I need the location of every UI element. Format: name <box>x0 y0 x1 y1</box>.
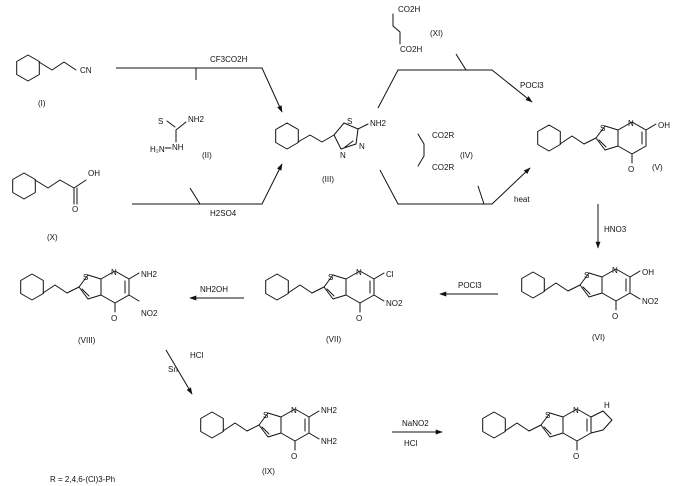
compound-VIII: S N NH2 NO2 O (VIII) <box>20 268 158 345</box>
thione-s: S <box>158 117 163 126</box>
v-oh: OH <box>658 121 670 130</box>
arrow-VI-to-VII: POCl3 <box>439 281 498 297</box>
compound-label-VI: (VI) <box>592 333 605 342</box>
vii-n: N <box>356 268 362 277</box>
final-n: N <box>573 406 579 415</box>
hydrazide-nh: NH <box>172 143 184 152</box>
compound-III: S NH2 N N (III) <box>275 117 387 184</box>
reagent-hno3: HNO3 <box>604 225 627 234</box>
arrows-III-to-V: POCl3 heat <box>377 53 544 205</box>
compound-label-I: (I) <box>38 99 46 108</box>
xi-co2h-bottom: CO2H <box>400 45 422 54</box>
amide-nh2: NH2 <box>188 115 205 124</box>
vi-o: O <box>612 312 618 321</box>
compound-VII: S N Cl NO2 O (VII) <box>265 268 403 344</box>
compound-VI: S N OH NO2 O (VI) <box>521 266 659 342</box>
arrow-IX-to-final: NaNO2 HCl <box>392 419 443 448</box>
viii-s: S <box>83 273 88 282</box>
arrow-VII-to-VIII: NH2OH <box>189 285 244 301</box>
xi-co2h-top: CO2H <box>398 5 420 14</box>
viii-o: O <box>111 314 117 323</box>
ix-nh2-bottom: NH2 <box>321 437 338 446</box>
vi-no2: NO2 <box>642 297 659 306</box>
vii-cl: Cl <box>386 270 394 279</box>
iv-co2r-bottom: CO2R <box>432 163 454 172</box>
reagent-pocl3-mid: POCl3 <box>458 281 482 290</box>
reagent-pocl3-top: POCl3 <box>520 81 544 90</box>
ix-n: N <box>291 406 297 415</box>
v-o: O <box>628 165 634 174</box>
ix-s: S <box>263 411 268 420</box>
carboxyl-o: O <box>72 205 78 214</box>
ix-nh2-top: NH2 <box>321 406 338 415</box>
vii-o: O <box>356 314 362 323</box>
compound-label-IX: (IX) <box>262 467 275 476</box>
v-s: S <box>600 124 605 133</box>
compound-label-X: (X) <box>47 233 58 242</box>
v-n: N <box>628 119 634 128</box>
arrow-V-to-VI: HNO3 <box>595 204 627 249</box>
compound-label-V: (V) <box>652 163 663 172</box>
compound-IV: CO2R CO2R (IV) <box>417 131 473 172</box>
compound-final: S N H O <box>482 401 613 461</box>
vi-s: S <box>584 271 589 280</box>
viii-no2: NO2 <box>141 309 158 318</box>
arrows-to-III: CF3CO2H H2SO4 <box>116 55 283 218</box>
compound-label-VIII: (VIII) <box>78 336 96 345</box>
compound-II: S NH2 NH H₂N (II) <box>150 115 212 160</box>
ring-n2: N <box>340 151 346 160</box>
reagent-nh2oh: NH2OH <box>200 285 228 294</box>
ring-n1: N <box>359 142 365 151</box>
ix-o: O <box>291 452 297 461</box>
reagent-heat: heat <box>514 195 530 204</box>
iv-co2r-top: CO2R <box>432 131 454 140</box>
amino-nh2-III: NH2 <box>370 119 387 128</box>
compound-X: OH O (X) <box>12 169 100 242</box>
nitrile-group: CN <box>80 66 92 75</box>
reagent-h2so4: H2SO4 <box>210 209 237 218</box>
compound-I: CN (I) <box>16 54 92 108</box>
final-s: S <box>545 411 550 420</box>
vi-oh: OH <box>642 268 654 277</box>
arrow-VIII-to-IX: HCl Sn <box>165 349 204 395</box>
carboxyl-oh: OH <box>88 169 100 178</box>
viii-n: N <box>111 268 117 277</box>
reagent-hcl-last: HCl <box>404 439 418 448</box>
vii-s: S <box>328 273 333 282</box>
final-nh: H <box>604 401 610 410</box>
reagent-tfa: CF3CO2H <box>210 55 248 64</box>
vii-no2: NO2 <box>386 299 403 308</box>
compound-label-III: (III) <box>322 175 334 184</box>
reagent-sn: Sn <box>168 365 178 374</box>
footnote-r-group: R = 2,4,6-(Cl)3-Ph <box>50 475 115 484</box>
final-o: O <box>573 452 579 461</box>
compound-XI: CO2H CO2H (XI) <box>392 5 443 54</box>
reagent-hcl-sn: HCl <box>190 351 204 360</box>
compound-label-II: (II) <box>202 151 212 160</box>
compound-label-VII: (VII) <box>326 335 341 344</box>
compound-IX: S N NH2 NH2 O (IX) <box>200 406 338 476</box>
compound-V: S N OH O (V) <box>537 119 670 174</box>
thiadiazole-s: S <box>347 117 352 126</box>
viii-nh2: NH2 <box>141 270 158 279</box>
hydrazine-h2n: H₂N <box>150 145 165 154</box>
vi-n: N <box>612 266 618 275</box>
compound-label-IV: (IV) <box>460 151 473 160</box>
compound-label-XI: (XI) <box>430 29 443 38</box>
reagent-nano2: NaNO2 <box>402 419 429 428</box>
